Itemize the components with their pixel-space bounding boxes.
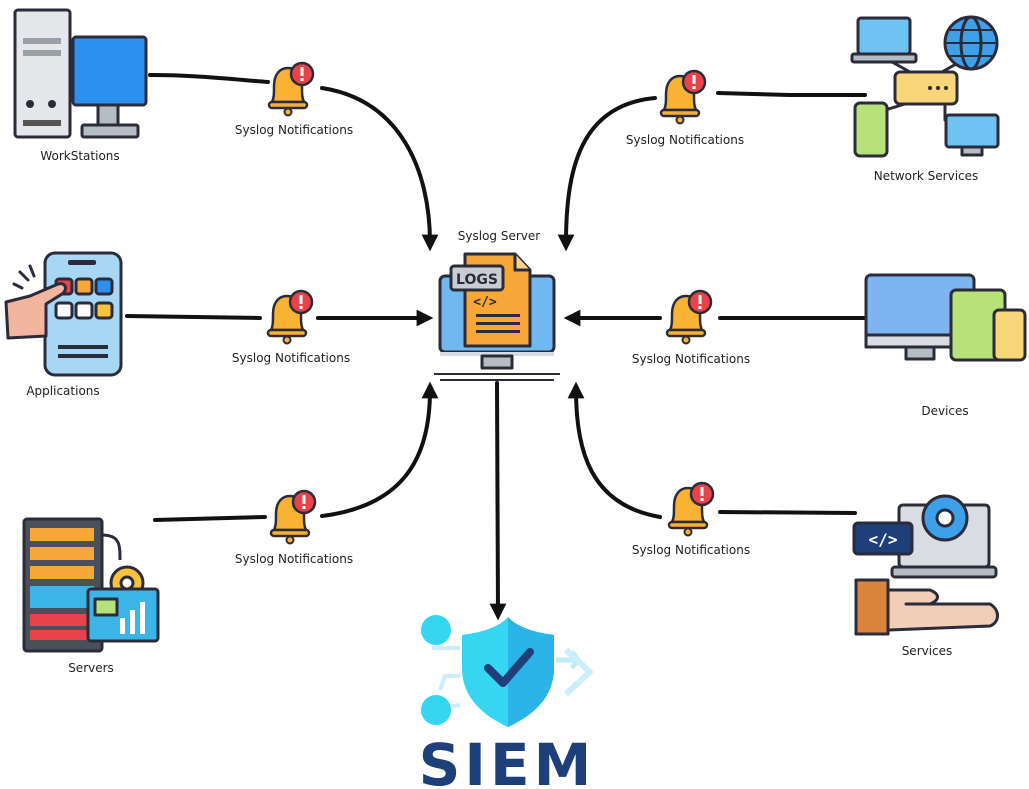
services-icon: </> — [852, 494, 999, 636]
arrow-applications — [125, 316, 425, 318]
bell-alert-icon — [266, 289, 314, 345]
logs-label: LOGS — [456, 272, 498, 288]
notification-label-top-right: Syslog Notifications — [626, 133, 744, 147]
arrow-to-siem — [489, 381, 507, 621]
servers-icon — [22, 517, 160, 653]
workstations-label: WorkStations — [40, 149, 119, 163]
devices-label: Devices — [921, 404, 968, 418]
siem-label: SIEM — [419, 731, 596, 789]
arrow-servers — [153, 390, 430, 522]
bell-alert-icon — [665, 289, 713, 345]
notification-label-bottom-right: Syslog Notifications — [632, 543, 750, 557]
siem-shield-icon — [421, 615, 593, 727]
network-services-label: Network Services — [874, 169, 979, 183]
notification-label-bottom-left: Syslog Notifications — [235, 552, 353, 566]
logs-code-glyph: </> — [473, 295, 497, 310]
bell-alert-icon — [269, 489, 317, 545]
devices-icon — [864, 273, 1027, 362]
applications-icon — [4, 251, 123, 377]
flow-arrows — [125, 73, 867, 621]
bell-alert-icon — [667, 481, 715, 537]
applications-label: Applications — [26, 384, 99, 398]
bell-alert-icon — [659, 69, 707, 125]
services-label: Services — [902, 644, 953, 658]
syslog-server-label: Syslog Server — [458, 229, 540, 243]
arrow-network-services — [566, 91, 867, 243]
network-services-icon — [850, 15, 1000, 158]
notification-label-top-left: Syslog Notifications — [235, 123, 353, 137]
servers-label: Servers — [68, 661, 114, 675]
arrow-workstations — [148, 73, 430, 243]
syslog-server-icon: LOGS </> — [434, 252, 560, 381]
code-glyph: </> — [869, 530, 898, 549]
bell-alert-icon — [267, 61, 315, 117]
arrow-services — [576, 390, 857, 519]
notification-label-mid-left: Syslog Notifications — [232, 351, 350, 365]
notification-label-mid-right: Syslog Notifications — [632, 352, 750, 366]
workstation-icon — [13, 8, 148, 139]
